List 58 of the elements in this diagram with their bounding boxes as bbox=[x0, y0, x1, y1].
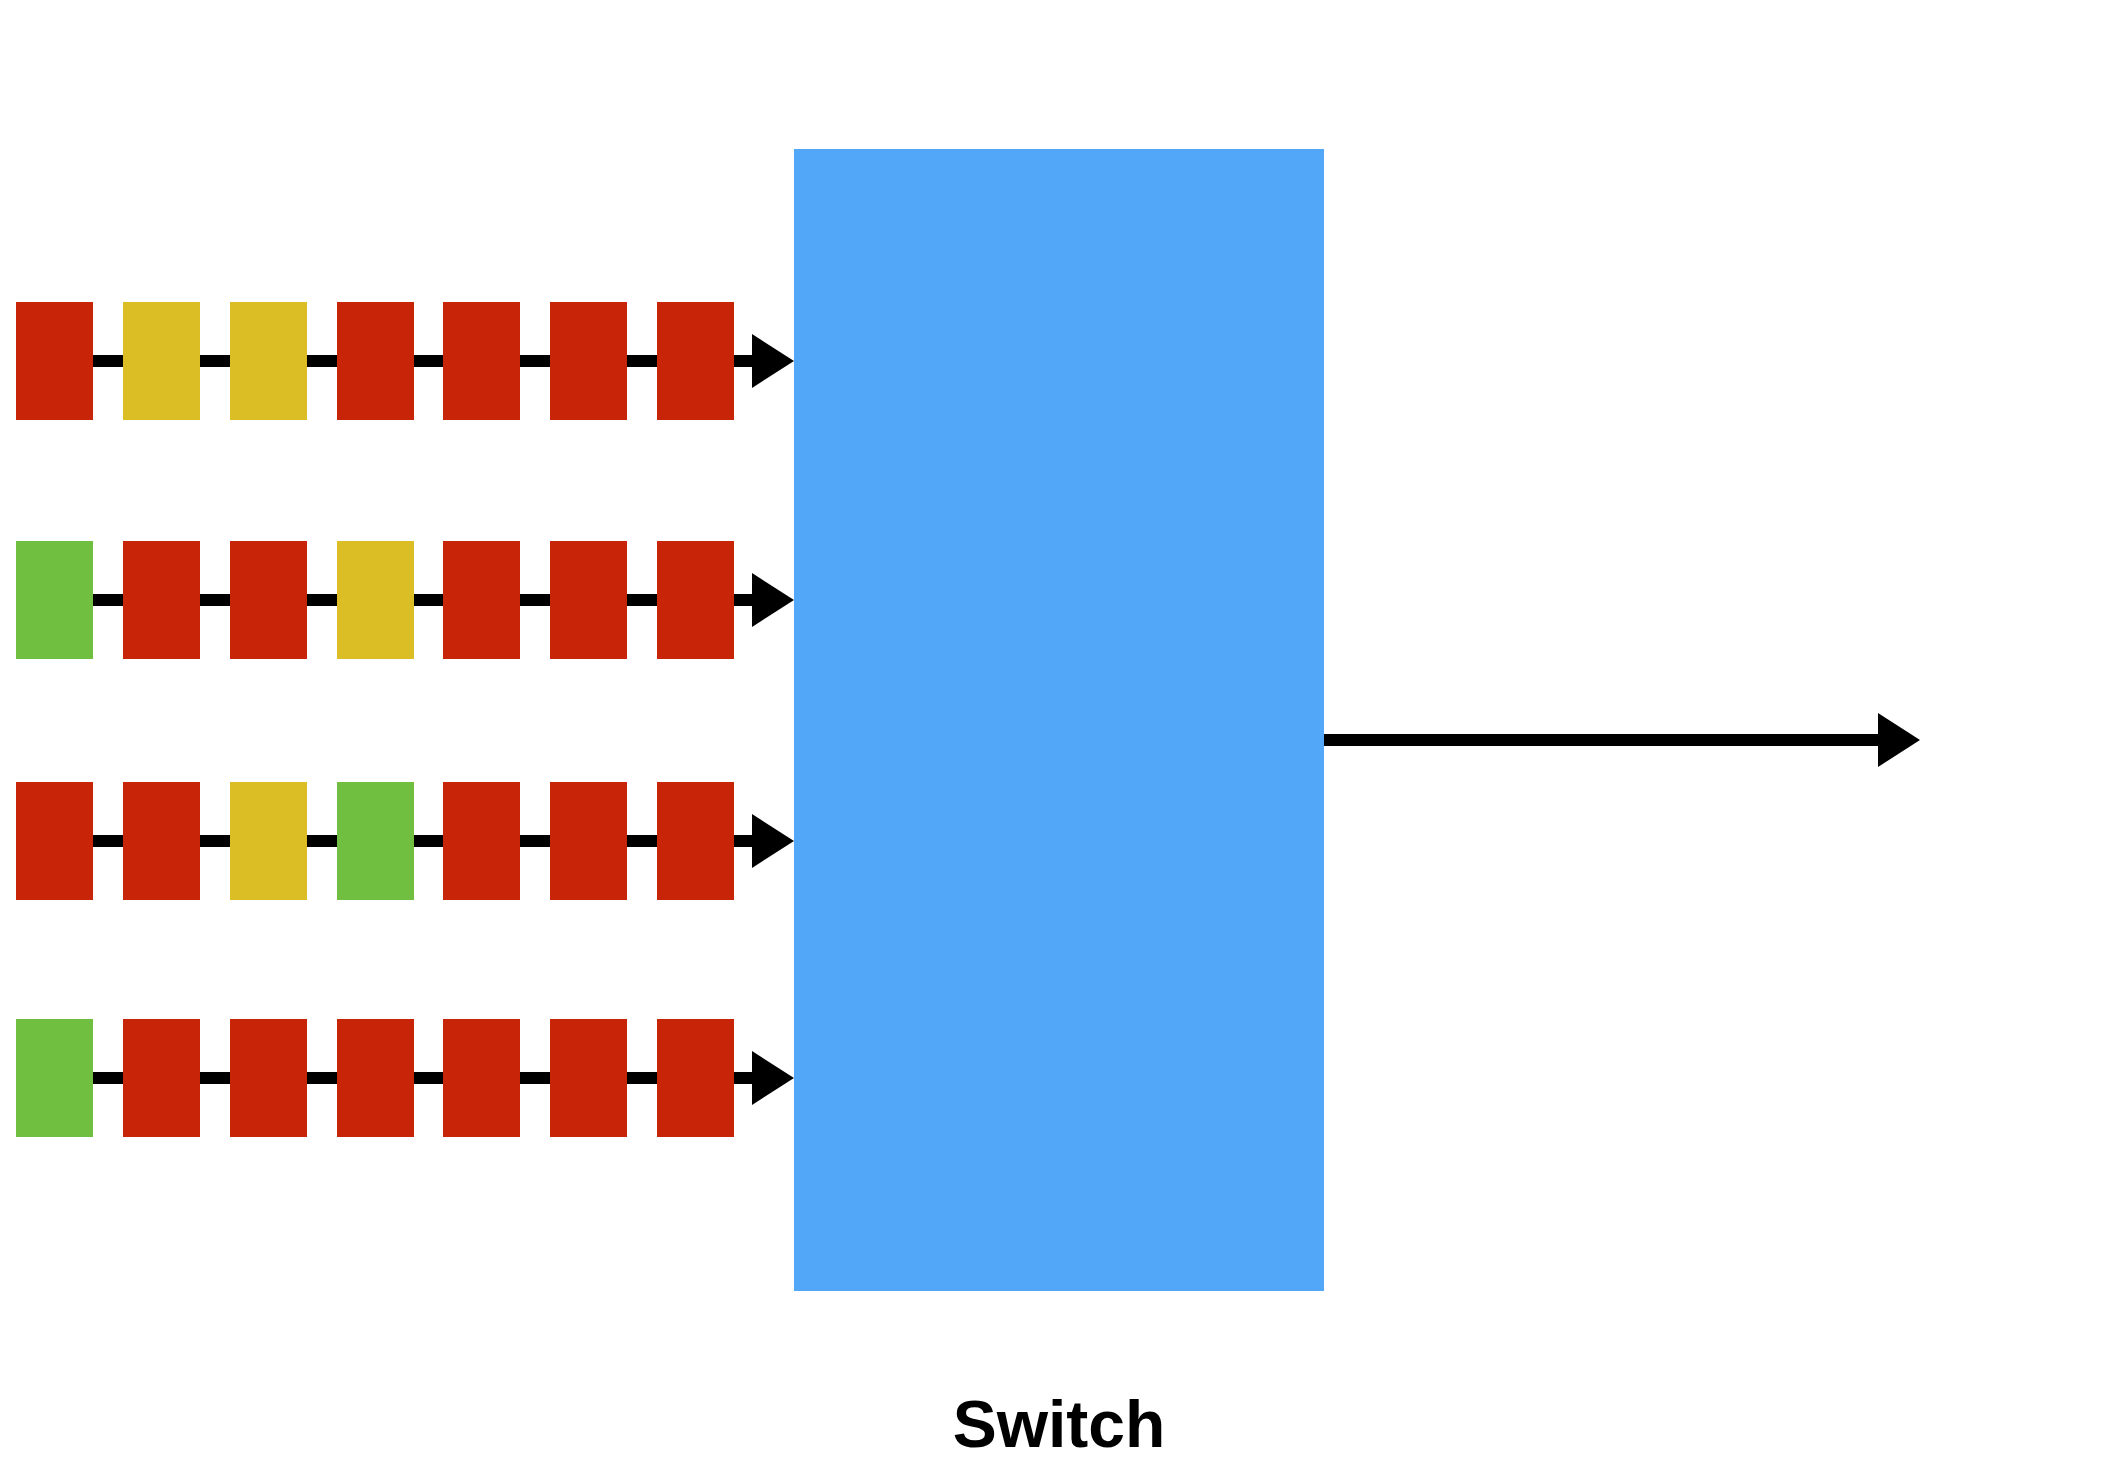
connector-line bbox=[307, 835, 337, 847]
arrow bbox=[734, 573, 794, 627]
packet-block bbox=[443, 541, 520, 659]
connector-line bbox=[414, 1072, 443, 1084]
packet-block bbox=[550, 541, 627, 659]
connector-line bbox=[627, 355, 657, 367]
packet-block bbox=[443, 1019, 520, 1137]
packet-block bbox=[123, 541, 200, 659]
packet-block bbox=[550, 1019, 627, 1137]
connector-line bbox=[414, 355, 443, 367]
packet-block bbox=[230, 541, 307, 659]
packet-block bbox=[337, 302, 414, 420]
connector-line bbox=[627, 594, 657, 606]
connector-line bbox=[520, 1072, 550, 1084]
connector-line bbox=[520, 594, 550, 606]
connector-line bbox=[414, 594, 443, 606]
packet-block bbox=[230, 302, 307, 420]
connector-line bbox=[307, 1072, 337, 1084]
packet-block bbox=[16, 541, 93, 659]
packet-block bbox=[657, 302, 734, 420]
packet-block bbox=[123, 302, 200, 420]
packet-block bbox=[123, 782, 200, 900]
packet-block bbox=[16, 1019, 93, 1137]
packet-block bbox=[657, 782, 734, 900]
connector-line bbox=[520, 355, 550, 367]
packet-block bbox=[123, 1019, 200, 1137]
packet-block bbox=[443, 782, 520, 900]
packet-block bbox=[16, 302, 93, 420]
packet-block bbox=[657, 1019, 734, 1137]
arrow bbox=[1324, 713, 1920, 767]
packet-block bbox=[16, 782, 93, 900]
connector-line bbox=[93, 355, 123, 367]
connector-line bbox=[200, 835, 230, 847]
arrow bbox=[734, 814, 794, 868]
switch-label: Switch bbox=[952, 1386, 1166, 1462]
connector-line bbox=[520, 835, 550, 847]
connector-line bbox=[200, 355, 230, 367]
connector-line bbox=[307, 594, 337, 606]
connector-line bbox=[414, 835, 443, 847]
packet-block bbox=[550, 302, 627, 420]
arrow bbox=[734, 1051, 794, 1105]
connector-line bbox=[200, 1072, 230, 1084]
packet-block bbox=[230, 782, 307, 900]
packet-block bbox=[657, 541, 734, 659]
packet-block bbox=[550, 782, 627, 900]
packet-block bbox=[337, 782, 414, 900]
packet-block bbox=[443, 302, 520, 420]
connector-line bbox=[627, 835, 657, 847]
arrow bbox=[734, 334, 794, 388]
connector-line bbox=[307, 355, 337, 367]
connector-line bbox=[93, 594, 123, 606]
packet-block bbox=[337, 1019, 414, 1137]
packet-block bbox=[337, 541, 414, 659]
packet-block bbox=[230, 1019, 307, 1137]
connector-line bbox=[627, 1072, 657, 1084]
connector-line bbox=[200, 594, 230, 606]
connector-line bbox=[93, 1072, 123, 1084]
connector-line bbox=[93, 835, 123, 847]
